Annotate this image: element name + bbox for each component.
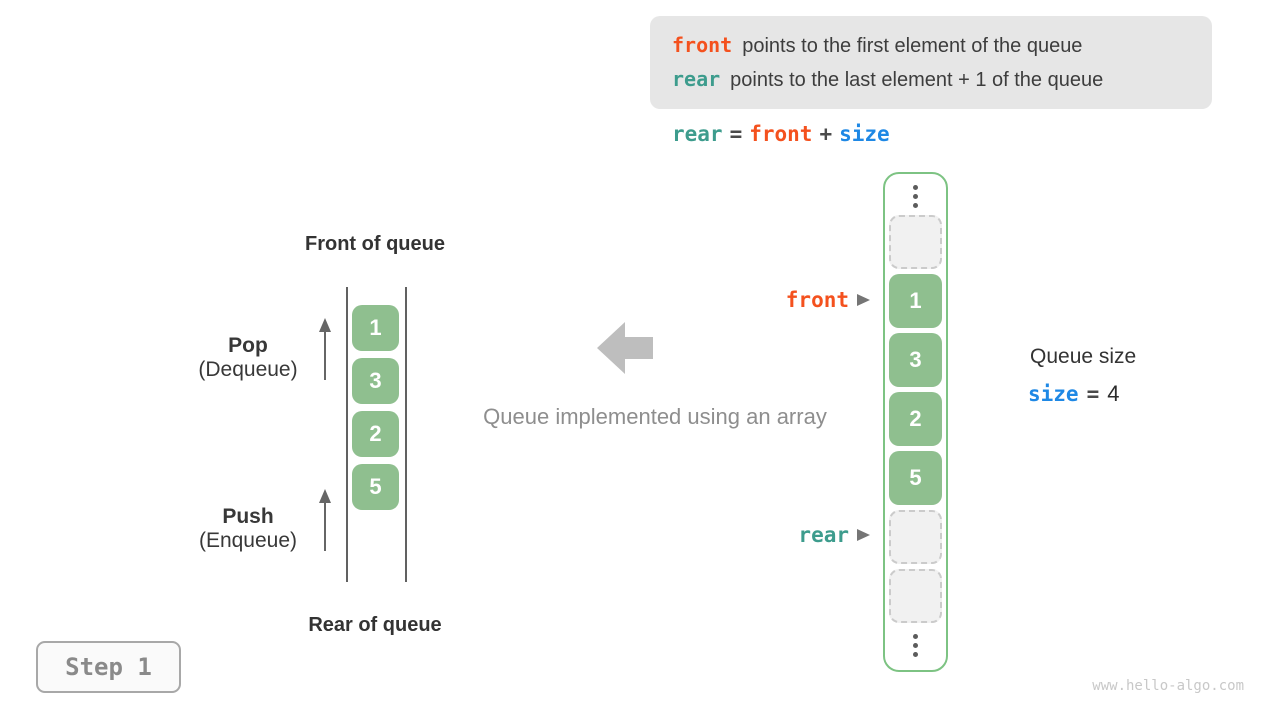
formula-front: front bbox=[749, 122, 813, 146]
rear-keyword: rear bbox=[672, 67, 721, 91]
array-cell-value: 3 bbox=[909, 347, 922, 372]
pop-label: Pop bbox=[228, 334, 268, 357]
queue-element-value: 2 bbox=[369, 421, 382, 446]
queue-size-expression: size = 4 bbox=[1028, 381, 1119, 407]
array-cell-filled: 1 bbox=[889, 274, 942, 328]
watermark: www.hello-algo.com bbox=[1092, 678, 1244, 694]
step-badge: Step 1 bbox=[36, 641, 181, 693]
size-variable: size bbox=[1028, 382, 1079, 406]
pop-label-group: Pop (Dequeue) bbox=[178, 334, 318, 382]
array-cell-empty bbox=[889, 569, 942, 623]
pointer-formula: rear=front+size bbox=[672, 122, 890, 146]
formula-plus: + bbox=[819, 122, 833, 146]
array-cell-value: 1 bbox=[909, 288, 922, 313]
array-cell-filled: 5 bbox=[889, 451, 942, 505]
front-of-queue-label: Front of queue bbox=[305, 233, 445, 255]
pointer-definitions-box: front points to the first element of the … bbox=[650, 16, 1212, 109]
queue-element-value: 3 bbox=[369, 368, 382, 393]
front-pointer: front bbox=[730, 288, 870, 312]
array-cell-empty bbox=[889, 215, 942, 269]
rear-pointer: rear bbox=[730, 523, 870, 547]
array-cell-empty bbox=[889, 510, 942, 564]
front-definition: front points to the first element of the … bbox=[672, 33, 1212, 58]
array-cell-value: 5 bbox=[909, 465, 922, 490]
formula-size: size bbox=[839, 122, 890, 146]
enqueue-label: (Enqueue) bbox=[198, 529, 298, 552]
queue-wall-left bbox=[346, 287, 348, 582]
size-value: 4 bbox=[1107, 381, 1120, 406]
front-pointer-arrow-icon bbox=[857, 294, 870, 306]
formula-rear: rear bbox=[672, 122, 723, 146]
push-label: Push bbox=[222, 505, 274, 528]
queue-size-title: Queue size bbox=[1030, 345, 1137, 368]
queue-element: 5 bbox=[352, 464, 399, 510]
left-block-arrow-icon bbox=[597, 322, 653, 374]
array-cell-value: 2 bbox=[909, 406, 922, 431]
push-label-group: Push (Enqueue) bbox=[178, 505, 318, 553]
queue-wall-right bbox=[405, 287, 407, 582]
front-pointer-label: front bbox=[785, 288, 849, 312]
formula-equals: = bbox=[729, 122, 743, 146]
array-cell-filled: 2 bbox=[889, 392, 942, 446]
ellipsis-top-icon bbox=[885, 185, 946, 208]
dequeue-label: (Dequeue) bbox=[198, 358, 298, 381]
queue-element: 2 bbox=[352, 411, 399, 457]
queue-element-value: 5 bbox=[369, 474, 382, 499]
rear-pointer-arrow-icon bbox=[857, 529, 870, 541]
array-container: 1 3 2 5 bbox=[883, 172, 948, 672]
front-keyword: front bbox=[672, 33, 733, 57]
array-implementation-caption: Queue implemented using an array bbox=[483, 404, 827, 429]
queue-element: 3 bbox=[352, 358, 399, 404]
array-cell-filled: 3 bbox=[889, 333, 942, 387]
queue-element-value: 1 bbox=[369, 315, 382, 340]
ellipsis-bottom-icon bbox=[885, 634, 946, 657]
rear-definition: rear points to the last element + 1 of th… bbox=[672, 67, 1212, 92]
rear-of-queue-label: Rear of queue bbox=[308, 614, 442, 636]
rear-definition-text: points to the last element + 1 of the qu… bbox=[730, 69, 1104, 91]
queue-element: 1 bbox=[352, 305, 399, 351]
size-equals: = bbox=[1086, 382, 1100, 406]
push-direction-arrow-icon bbox=[319, 489, 331, 551]
rear-pointer-label: rear bbox=[798, 523, 849, 547]
front-definition-text: points to the first element of the queue bbox=[742, 35, 1083, 57]
pop-direction-arrow-icon bbox=[319, 318, 331, 380]
